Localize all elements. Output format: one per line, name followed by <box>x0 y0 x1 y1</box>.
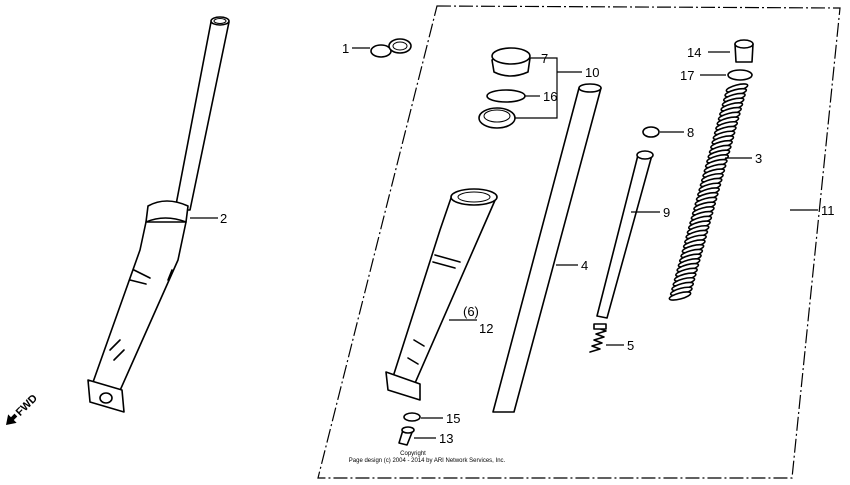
part-9-damper-rod <box>596 150 654 319</box>
leader-lines <box>190 47 818 439</box>
part-label-5: 5 <box>627 338 634 353</box>
part-15-washer <box>403 412 421 422</box>
part-3-fork-spring <box>668 83 749 301</box>
part-label-4: 4 <box>581 258 588 273</box>
part-8-piston-ring <box>642 126 660 138</box>
part-label-14: 14 <box>687 45 701 60</box>
part-5-rebound-spring <box>589 323 607 353</box>
part-17-o-ring <box>727 69 753 81</box>
copyright-line-1: Copyright <box>400 451 426 457</box>
part-10-oil-seal <box>478 107 516 129</box>
assembled-fork-leg-illustration <box>87 16 230 413</box>
part-label-15: 15 <box>446 411 460 426</box>
spring-coil <box>668 291 692 301</box>
part-12-bottom-case <box>385 188 498 401</box>
part-label-6: (6) <box>463 304 479 319</box>
part-label-13: 13 <box>439 431 453 446</box>
fwd-label: FWD <box>14 392 40 418</box>
part-4-fork-pipe <box>492 83 602 413</box>
part-label-7: 7 <box>541 51 548 66</box>
part-label-11: 11 <box>821 203 835 218</box>
part-label-3: 3 <box>755 151 762 166</box>
part-13-socket-bolt <box>398 426 415 446</box>
part-16-clip <box>486 89 526 103</box>
fwd-arrow-icon: FWD <box>6 392 40 425</box>
part-label-9: 9 <box>663 205 670 220</box>
copyright-line-2: Page design (c) 2004 - 2014 by ARI Netwo… <box>349 458 506 464</box>
part-14-fork-bolt <box>734 39 754 63</box>
part-label-16: 16 <box>543 89 557 104</box>
part-label-10: 10 <box>585 65 599 80</box>
part-1-seal-rings <box>370 38 412 58</box>
part-label-12: 12 <box>479 321 493 336</box>
part-label-1: 1 <box>342 41 349 56</box>
part-label-2: 2 <box>220 211 227 226</box>
part-7-dust-seal <box>491 47 531 77</box>
part-label-8: 8 <box>687 125 694 140</box>
parts-frame-border <box>317 5 841 479</box>
part-label-17: 17 <box>680 68 694 83</box>
